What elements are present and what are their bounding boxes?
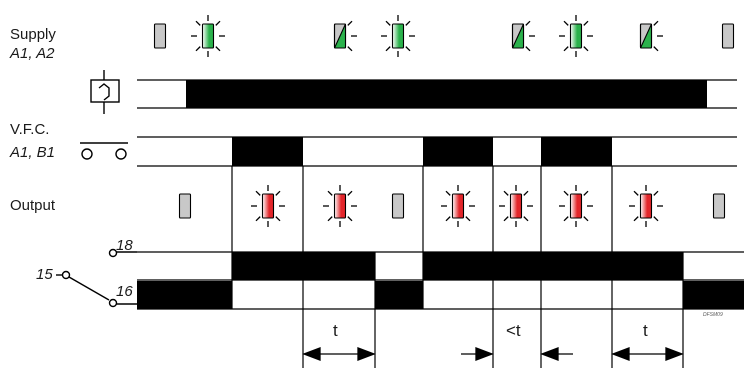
led-on-red-8-icon [629, 185, 663, 227]
relay-coil-icon [90, 70, 120, 114]
timing-label-t1: t [333, 321, 338, 340]
led-on-green-2-icon [191, 15, 225, 57]
led-on-red-5-icon [441, 185, 475, 227]
led-on-red-6-icon [499, 185, 533, 227]
led-off-4-icon [391, 193, 405, 219]
timing-arrow-t1 [302, 347, 376, 361]
supply-terminals-label: A1, A2 [9, 45, 55, 62]
vfc-pulse-3 [541, 137, 612, 166]
timing-arrow-t3 [611, 347, 684, 361]
led-off-8-icon [721, 23, 735, 49]
led-off-1-icon [178, 193, 192, 219]
led-blink-green-5-icon [511, 20, 535, 52]
led-on-red-3-icon [323, 185, 357, 227]
vfc-terminals-label: A1, B1 [9, 144, 55, 161]
supply-label: Supply [10, 26, 56, 43]
changeover-contact-icon [56, 248, 137, 308]
led-on-red-7-icon [559, 185, 593, 227]
contact-18-closed-2 [423, 252, 683, 280]
contact-16-closed-2 [375, 281, 423, 309]
output-label: Output [10, 197, 56, 214]
timing-arrow-lt [461, 347, 573, 361]
output-state-track [137, 251, 744, 310]
vfc-contact-icon [80, 142, 128, 160]
contact-16-closed-1 [137, 281, 232, 309]
relay-energized-bar [186, 80, 707, 108]
vfc-label: V.F.C. [10, 121, 49, 138]
timing-label-lt: <t [506, 321, 521, 340]
led-on-green-6-icon [559, 15, 593, 57]
led-blink-green-7-icon [639, 20, 663, 52]
vfc-pulse-1 [232, 137, 303, 166]
transition-lines [231, 166, 684, 368]
reference-code: DFSM09 [703, 312, 723, 318]
timing-label-t3: t [643, 321, 648, 340]
terminal-15-label: 15 [36, 266, 53, 283]
terminal-18-label: 18 [116, 237, 133, 254]
led-off-1-icon [153, 23, 167, 49]
led-on-red-2-icon [251, 185, 285, 227]
supply-led-row [153, 15, 735, 57]
vfc-state-track [137, 136, 737, 167]
led-on-green-4-icon [381, 15, 415, 57]
vfc-pulse-2 [423, 137, 493, 166]
output-led-row [178, 185, 726, 227]
led-off-9-icon [712, 193, 726, 219]
led-blink-green-3-icon [333, 20, 357, 52]
relay-state-track [137, 79, 737, 109]
contact-16-closed-3 [683, 281, 744, 309]
terminal-16-label: 16 [116, 283, 133, 300]
